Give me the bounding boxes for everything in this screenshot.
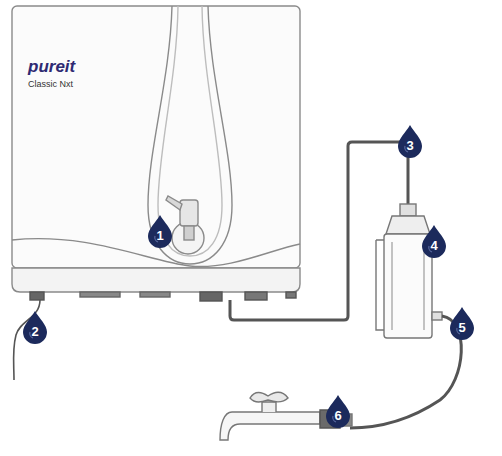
- callout-drops: [23, 125, 474, 428]
- water-pipe: [230, 142, 408, 320]
- callout-number: 2: [25, 325, 45, 338]
- water-pipe: [350, 316, 461, 428]
- model-name: Classic Nxt: [28, 80, 73, 89]
- callout-number: 6: [328, 409, 348, 422]
- water-tap: [220, 393, 352, 441]
- pre-filter: [376, 204, 442, 338]
- callout-number: 3: [400, 139, 420, 152]
- callout-number: 5: [452, 321, 472, 334]
- purifier-unit: [12, 6, 300, 301]
- callout-number: 4: [424, 239, 444, 252]
- callout-number: 1: [150, 229, 170, 242]
- brand-logo: pureit: [28, 58, 75, 75]
